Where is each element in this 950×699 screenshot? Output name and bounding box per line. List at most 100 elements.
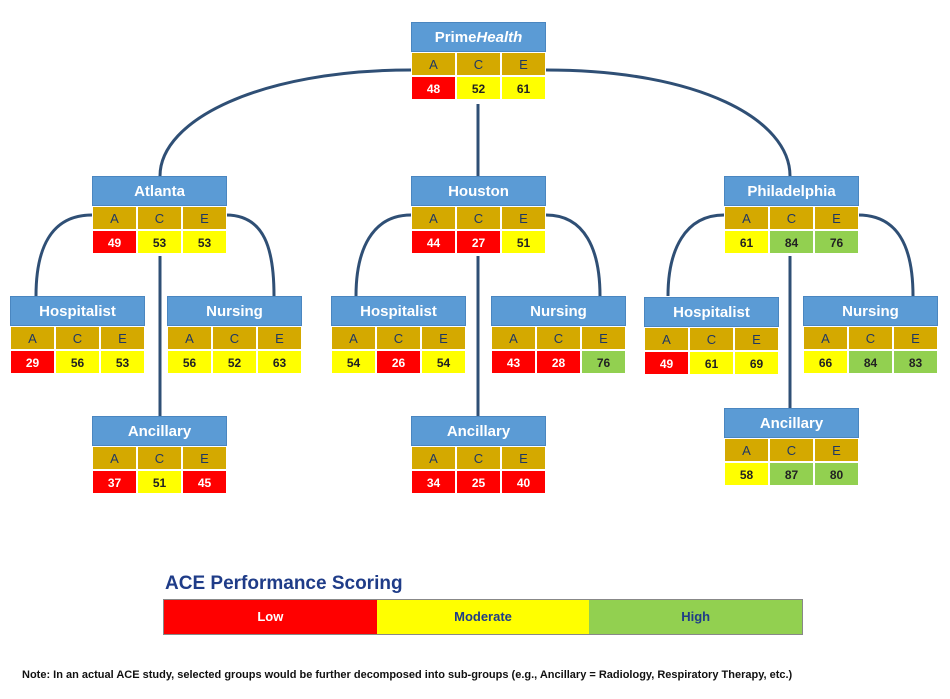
node-title: Nursing xyxy=(491,296,626,326)
header-c: C xyxy=(456,446,501,470)
header-e: E xyxy=(501,206,546,230)
node-title: Hospitalist xyxy=(644,297,779,327)
header-e: E xyxy=(734,327,779,351)
node-title: Ancillary xyxy=(92,416,227,446)
footnote: Note: In an actual ACE study, selected g… xyxy=(22,669,793,681)
header-a: A xyxy=(411,206,456,230)
score-a: 61 xyxy=(724,230,769,254)
score-a: 29 xyxy=(10,350,55,374)
node-title: Philadelphia xyxy=(724,176,859,206)
header-e: E xyxy=(182,206,227,230)
legend-bar: Low Moderate High xyxy=(163,599,803,635)
score-c: 51 xyxy=(137,470,182,494)
score-e: 83 xyxy=(893,350,938,374)
legend-title: ACE Performance Scoring xyxy=(165,573,403,594)
header-a: A xyxy=(491,326,536,350)
header-a: A xyxy=(411,446,456,470)
node-title: Hospitalist xyxy=(10,296,145,326)
node-title-plain: Prime xyxy=(434,29,477,46)
score-c: 26 xyxy=(376,350,421,374)
score-e: 53 xyxy=(100,350,145,374)
score-c: 56 xyxy=(55,350,100,374)
header-e: E xyxy=(581,326,626,350)
score-a: 49 xyxy=(644,351,689,375)
header-e: E xyxy=(893,326,938,350)
header-c: C xyxy=(536,326,581,350)
header-e: E xyxy=(100,326,145,350)
header-c: C xyxy=(689,327,734,351)
header-c: C xyxy=(848,326,893,350)
score-e: 76 xyxy=(581,350,626,374)
score-a: 44 xyxy=(411,230,456,254)
score-a: 56 xyxy=(167,350,212,374)
header-a: A xyxy=(644,327,689,351)
header-e: E xyxy=(421,326,466,350)
header-c: C xyxy=(376,326,421,350)
node-title-italic: Health xyxy=(476,29,523,46)
header-c: C xyxy=(456,206,501,230)
header-c: C xyxy=(137,446,182,470)
header-c: C xyxy=(212,326,257,350)
connector-atlanta-nursing xyxy=(225,213,276,297)
node-title: Nursing xyxy=(167,296,302,326)
score-e: 61 xyxy=(501,76,546,100)
score-c: 52 xyxy=(456,76,501,100)
header-a: A xyxy=(92,206,137,230)
header-c: C xyxy=(769,438,814,462)
header-c: C xyxy=(769,206,814,230)
score-e: 45 xyxy=(182,470,227,494)
score-e: 51 xyxy=(501,230,546,254)
header-e: E xyxy=(257,326,302,350)
legend-low: Low xyxy=(164,600,377,634)
score-c: 87 xyxy=(769,462,814,486)
score-a: 34 xyxy=(411,470,456,494)
node-title: Hospitalist xyxy=(331,296,466,326)
connector-houston-nursing xyxy=(545,213,602,297)
header-a: A xyxy=(803,326,848,350)
score-e: 80 xyxy=(814,462,859,486)
header-a: A xyxy=(167,326,212,350)
header-c: C xyxy=(55,326,100,350)
score-a: 43 xyxy=(491,350,536,374)
node-title: Nursing xyxy=(803,296,938,326)
score-a: 48 xyxy=(411,76,456,100)
score-c: 53 xyxy=(137,230,182,254)
score-c: 84 xyxy=(848,350,893,374)
node-title: PrimeHealth xyxy=(411,22,546,52)
score-a: 66 xyxy=(803,350,848,374)
score-c: 52 xyxy=(212,350,257,374)
legend-moderate: Moderate xyxy=(376,600,590,634)
node-primehealth: PrimeHealth A C E 48 52 61 xyxy=(411,22,546,100)
score-e: 40 xyxy=(501,470,546,494)
header-a: A xyxy=(411,52,456,76)
node-title: Ancillary xyxy=(411,416,546,446)
score-c: 25 xyxy=(456,470,501,494)
score-c: 27 xyxy=(456,230,501,254)
legend: ACE Performance Scoring Low Moderate Hig… xyxy=(163,573,803,635)
header-a: A xyxy=(724,438,769,462)
header-e: E xyxy=(182,446,227,470)
